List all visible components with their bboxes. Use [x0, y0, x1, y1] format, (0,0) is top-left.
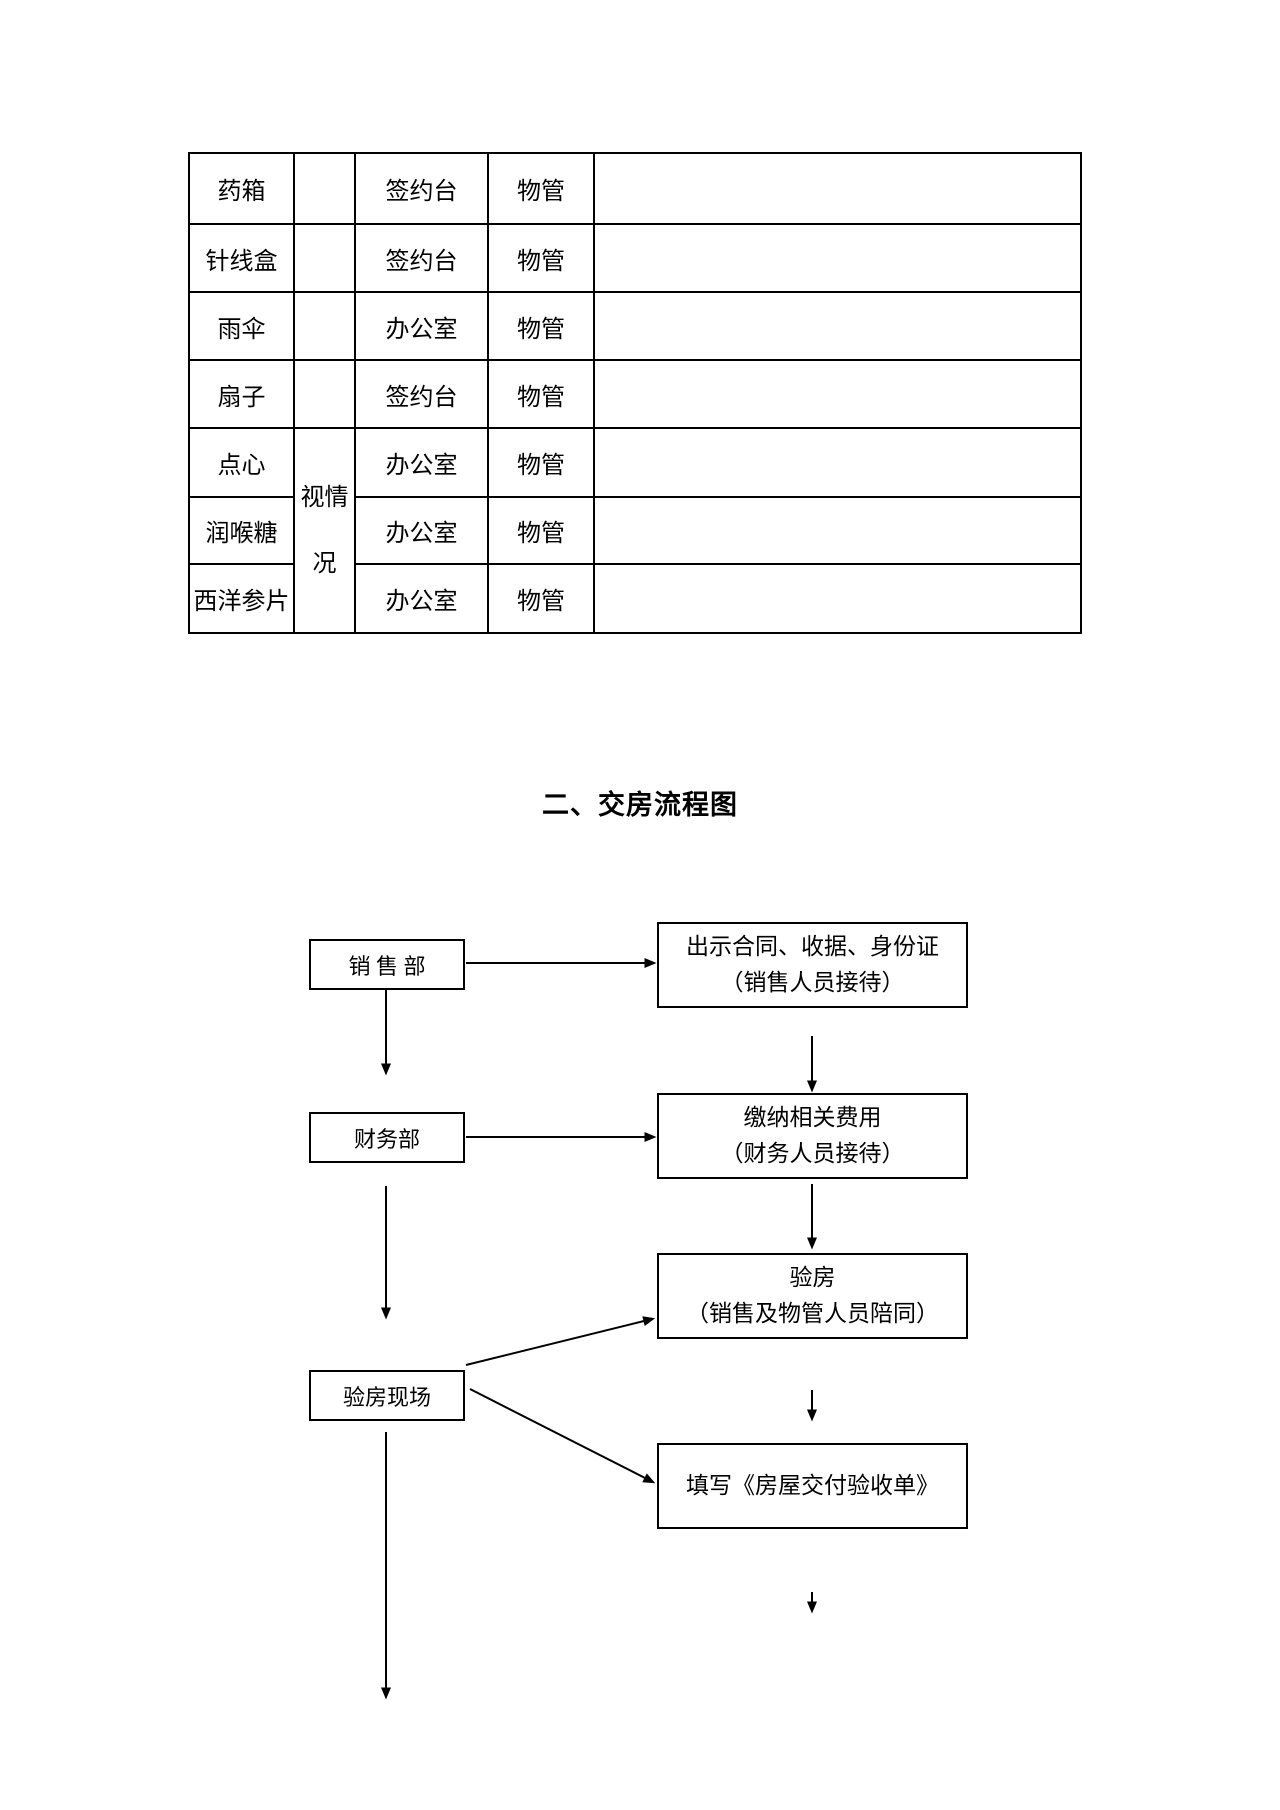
table-row: 针线盒 签约台 物管 — [188, 223, 1082, 293]
note-cell-empty — [293, 359, 356, 429]
flow-box-label: 财务部 — [353, 1126, 420, 1152]
item-cell: 雨伞 — [188, 291, 295, 361]
flow-box-finance-dept: 财务部 — [309, 1112, 465, 1163]
owner-cell: 物管 — [487, 496, 595, 565]
section-heading: 二、交房流程图 — [542, 790, 738, 820]
owner-cell: 物管 — [487, 563, 595, 634]
flow-box-line1: 验房 — [789, 1265, 836, 1290]
extra-cell-empty — [593, 223, 1082, 293]
table-row: 扇子 签约台 物管 — [188, 359, 1082, 429]
flow-box-inspection-site: 验房现场 — [309, 1370, 465, 1421]
item-cell: 扇子 — [188, 359, 295, 429]
table-row: 点心 视情况 办公室 物管 — [188, 427, 1082, 634]
extra-cell-empty — [593, 359, 1082, 429]
arrow-site-to-inspection — [465, 1316, 656, 1366]
item-cell: 点心 — [188, 427, 295, 498]
flow-box-line1: 缴纳相关费用 — [743, 1105, 882, 1130]
extra-cell-empty — [593, 427, 1082, 498]
extra-cell-empty — [593, 291, 1082, 361]
owner-cell: 物管 — [487, 359, 595, 429]
note-cell-merged: 视情况 — [293, 427, 356, 634]
flow-box-fill-acceptance-form: 填写《房屋交付验收单》 — [657, 1443, 968, 1529]
extra-cell-empty — [593, 152, 1082, 225]
note-cell-empty — [293, 223, 356, 293]
item-cell: 针线盒 — [188, 223, 295, 293]
extra-cell-empty — [593, 496, 1082, 565]
table-row: 西洋参片 办公室 物管 — [188, 563, 1082, 634]
item-cell: 西洋参片 — [188, 563, 295, 634]
note-cell-empty — [293, 152, 356, 225]
location-cell: 签约台 — [354, 359, 489, 429]
flow-box-label: 验房现场 — [342, 1384, 431, 1410]
extra-cell-empty — [593, 563, 1082, 634]
owner-cell: 物管 — [487, 427, 595, 498]
flow-box-line2: （财务人员接待） — [720, 1141, 905, 1166]
owner-cell: 物管 — [487, 223, 595, 293]
flow-box-show-documents: 出示合同、收据、身份证 （销售人员接待） — [657, 922, 968, 1008]
arrow-site-to-fill-form — [469, 1388, 656, 1484]
table-row: 药箱 签约台 物管 — [188, 152, 1082, 225]
location-cell: 办公室 — [354, 563, 489, 634]
location-cell: 签约台 — [354, 223, 489, 293]
flow-box-label: 销 售 部 — [348, 953, 426, 979]
flow-box-sales-dept: 销 售 部 — [309, 939, 465, 990]
owner-cell: 物管 — [487, 152, 595, 225]
location-cell: 办公室 — [354, 427, 489, 498]
flow-box-pay-fees: 缴纳相关费用 （财务人员接待） — [657, 1093, 968, 1179]
location-cell: 办公室 — [354, 291, 489, 361]
table-row: 雨伞 办公室 物管 — [188, 291, 1082, 361]
note-cell-empty — [293, 291, 356, 361]
flow-box-line2: （销售及物管人员陪同） — [686, 1301, 939, 1326]
item-cell: 药箱 — [188, 152, 295, 225]
item-cell: 润喉糖 — [188, 496, 295, 565]
owner-cell: 物管 — [487, 291, 595, 361]
flow-box-line1: 填写《房屋交付验收单》 — [686, 1473, 939, 1498]
flow-box-line1: 出示合同、收据、身份证 — [686, 934, 939, 959]
supplies-table: 药箱 签约台 物管 针线盒 签约台 物管 雨伞 办公室 物管 扇 — [188, 152, 1082, 634]
table-row: 润喉糖 办公室 物管 — [188, 496, 1082, 565]
flow-box-line2: （销售人员接待） — [720, 970, 905, 995]
location-cell: 办公室 — [354, 496, 489, 565]
flow-box-house-inspection: 验房 （销售及物管人员陪同） — [657, 1253, 968, 1339]
location-cell: 签约台 — [354, 152, 489, 225]
